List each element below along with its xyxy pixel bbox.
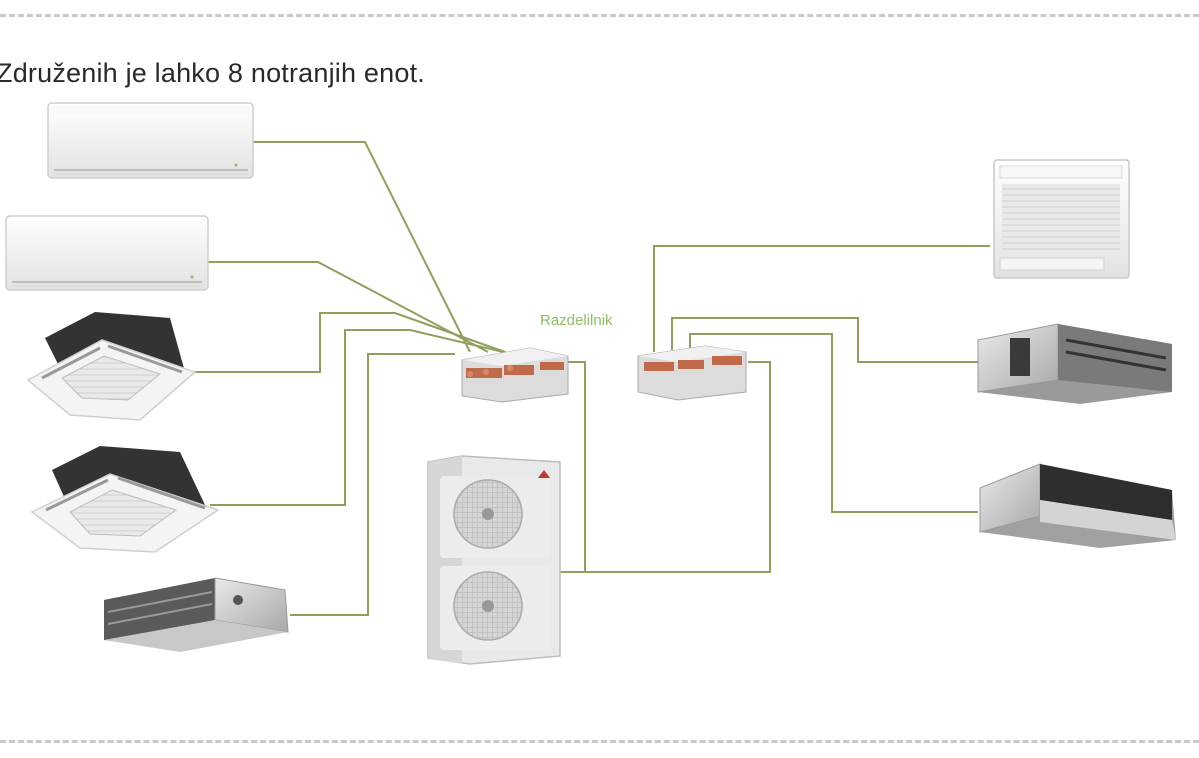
pipe-left-4 (210, 329, 521, 506)
cassette-unit-2 (30, 446, 220, 553)
caption-text: Združenih je lahko 8 notranjih enot. (0, 58, 425, 88)
pipe-lines (185, 141, 990, 616)
wall-unit-2 (5, 215, 209, 291)
pipe-left-3 (185, 312, 506, 373)
pipe-outdoor-splitter-1 (560, 361, 586, 573)
console-unit (993, 159, 1130, 279)
pipe-right-1 (653, 245, 990, 352)
branch-box-2 (637, 345, 747, 401)
pipe-left-5 (290, 353, 455, 616)
pipe-left-2 (208, 261, 489, 353)
bottom-dashed-border (0, 740, 1199, 743)
ducted-unit-left (104, 577, 289, 652)
brand-logo-icon (538, 470, 550, 478)
splitter-label: Razdelilnik (540, 312, 613, 329)
branch-box-1 (461, 347, 569, 403)
ducted-unit-right-1 (977, 323, 1172, 404)
pipe-right-3 (689, 333, 978, 513)
top-dashed-border (0, 14, 1199, 17)
cassette-unit-1 (26, 312, 197, 421)
wall-unit-1 (47, 102, 254, 179)
pipe-left-1 (253, 141, 471, 353)
outdoor-unit (427, 455, 561, 665)
pipe-right-2 (671, 317, 978, 363)
pipe-outdoor-splitter-2 (585, 361, 771, 573)
ducted-unit-right-2 (979, 463, 1176, 548)
